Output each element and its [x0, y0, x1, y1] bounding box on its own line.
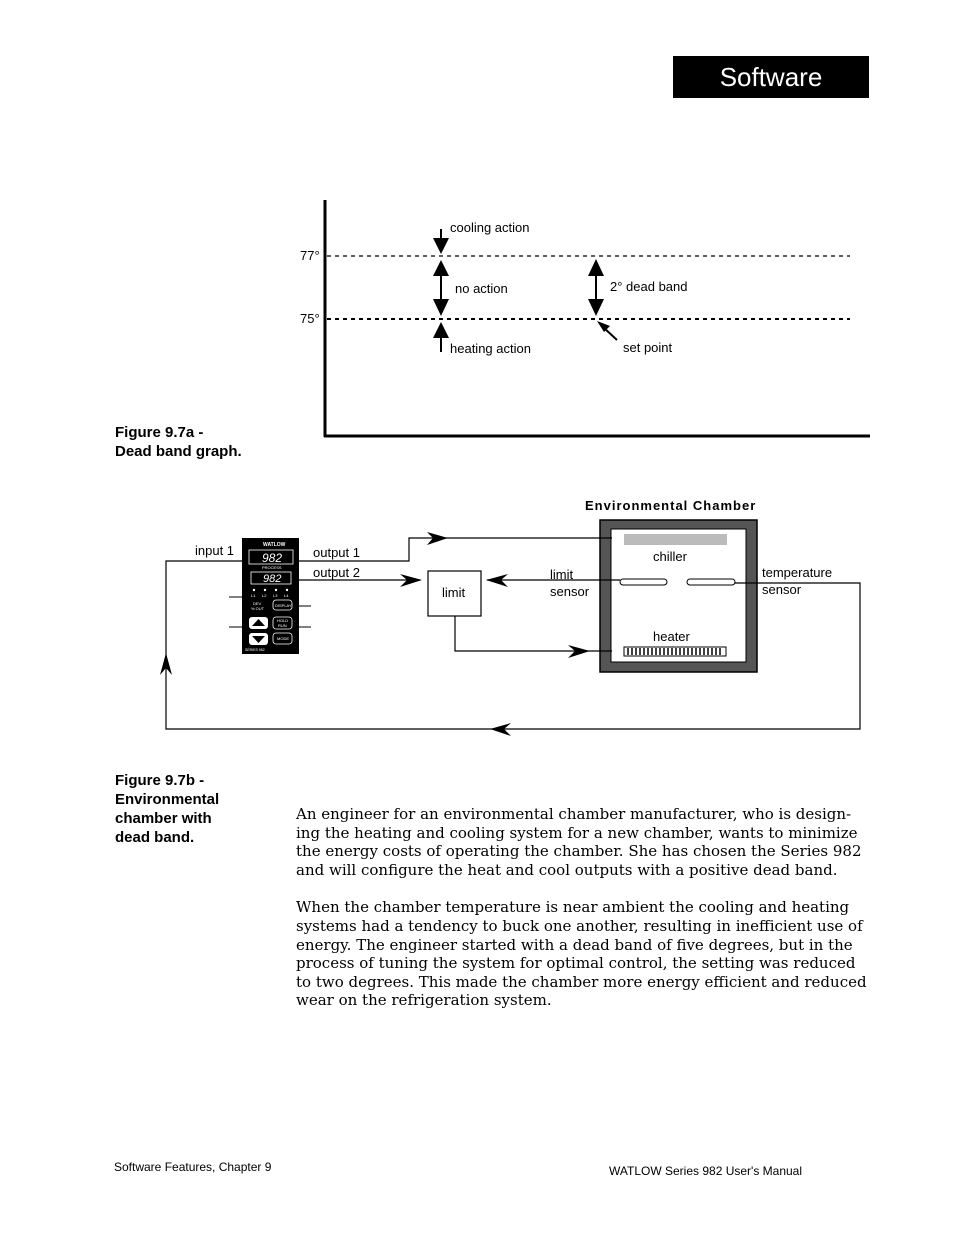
footer-left: Software Features, Chapter 9 [114, 1160, 272, 1174]
svg-text:DISPLAY: DISPLAY [275, 603, 292, 608]
svg-text:MODE: MODE [277, 636, 289, 641]
environmental-chamber-diagram: Environmental Chamber chiller heater WAT… [160, 498, 861, 736]
label-heating-action: heating action [450, 341, 531, 356]
svg-text:SERIES 982: SERIES 982 [245, 648, 265, 652]
svg-text:RUN: RUN [278, 623, 287, 628]
output2-arrow [400, 574, 422, 587]
svg-text:PROCESS: PROCESS [262, 565, 282, 570]
paragraph-1: An engineer for an environmental chamber… [296, 805, 862, 879]
figure-a-caption: Figure 9.7a - Dead band graph. [115, 424, 242, 460]
figure-b-caption: Figure 9.7b - Environmental chamber with… [115, 772, 220, 846]
label-75: 75° [300, 311, 320, 326]
svg-text:% OUT: % OUT [251, 606, 265, 611]
down-arrow-icon [252, 636, 265, 643]
limit-box [427, 570, 482, 617]
label-no-action: no action [455, 281, 508, 296]
svg-text:L1: L1 [251, 593, 256, 598]
cooling-arrow [433, 238, 449, 254]
feedback-arrow-up [160, 653, 172, 675]
footer-right: WATLOW Series 982 User's Manual [609, 1164, 803, 1178]
svg-text:WATLOW: WATLOW [263, 542, 286, 548]
temperature-sensor-label-1: temperature [762, 565, 832, 580]
controller-display-button [272, 599, 293, 611]
input1-label: input 1 [195, 543, 234, 558]
svg-text:DEV: DEV [253, 601, 262, 606]
section-title: Software [673, 56, 869, 98]
dead-band-graph: 77° 75° cooling action no action heating… [300, 200, 870, 438]
heater-label: heater [653, 629, 691, 644]
feedback-arrow-left [490, 723, 511, 736]
watlow-982-controller: WATLOW 982 PROCESS 982 L1 L2 L3 L4 DEV %… [242, 538, 299, 654]
output1-arrow [427, 532, 448, 545]
output2-label: output 2 [313, 565, 360, 580]
output1-label: output 1 [313, 545, 360, 560]
limit-sensor-label-1: limit [550, 567, 573, 582]
set-point-arrow [597, 321, 610, 332]
controller-mode-button [272, 632, 293, 645]
temperature-sensor-label-2: sensor [762, 582, 802, 597]
label-dead-band: 2° dead band [610, 279, 688, 294]
up-arrow-icon [252, 619, 265, 626]
limit-box-label: limit [442, 585, 465, 600]
body-text: An engineer for an environmental chamber… [296, 805, 871, 1029]
svg-text:L4: L4 [284, 593, 289, 598]
feedback-loop [165, 560, 861, 730]
controller-top-display: 982 [262, 551, 282, 565]
temperature-sensor-probe [686, 578, 736, 586]
heater-arrow [568, 645, 590, 658]
chiller-label: chiller [653, 549, 688, 564]
controller-hold-button [272, 616, 293, 630]
label-cooling-action: cooling action [450, 220, 530, 235]
limit-to-heater-line [454, 616, 612, 652]
chamber-title: Environmental Chamber [585, 498, 756, 513]
heater-coils [627, 648, 721, 655]
limit-sensor-arrow [486, 574, 508, 587]
limit-sensor-probe [619, 578, 668, 586]
svg-text:L2: L2 [262, 593, 267, 598]
paragraph-2: When the chamber temperature is near amb… [296, 898, 867, 1010]
no-action-arrow [433, 299, 449, 316]
svg-text:L3: L3 [273, 593, 278, 598]
label-77: 77° [300, 248, 320, 263]
chiller-bar [624, 534, 727, 545]
label-set-point: set point [623, 340, 673, 355]
limit-sensor-label-2: sensor [550, 584, 590, 599]
heater-element [623, 646, 727, 657]
svg-text:HOLD: HOLD [277, 618, 288, 623]
controller-bottom-display: 982 [263, 573, 281, 585]
output1-line [299, 537, 612, 562]
chamber-interior [610, 528, 747, 663]
dead-band-arrow [588, 299, 604, 316]
heating-arrow [433, 322, 449, 338]
